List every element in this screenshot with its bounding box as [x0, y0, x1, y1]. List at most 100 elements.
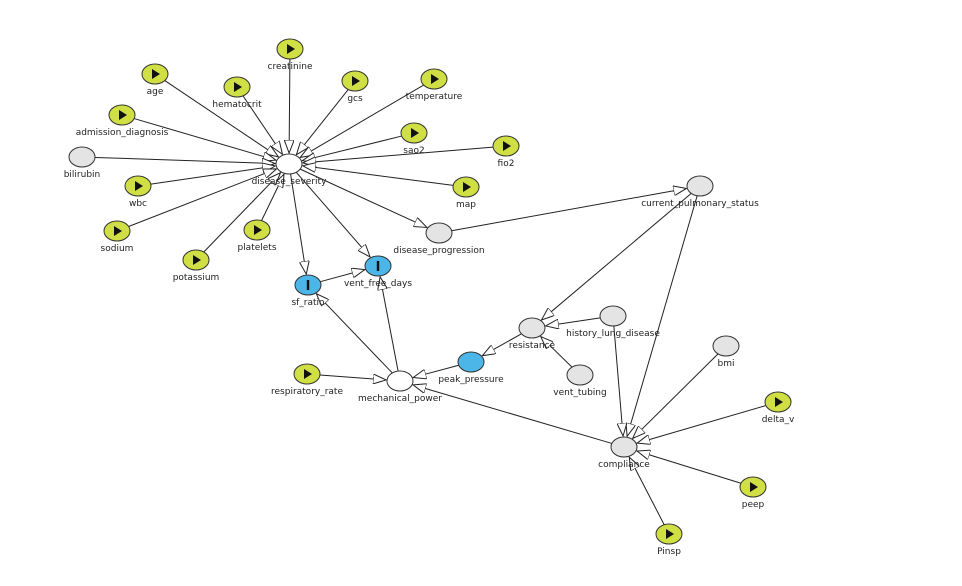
play-icon	[352, 76, 360, 86]
edge-disease_severity-to-disease_progression	[299, 168, 427, 227]
outcome-bar-icon	[376, 261, 380, 271]
node-admission_diagnosis[interactable]: admission_diagnosis	[76, 104, 169, 138]
node-label-current_pulmonary_status: current_pulmonary_status	[641, 199, 759, 209]
node-label-admission_diagnosis: admission_diagnosis	[76, 128, 169, 138]
node-label-vent_free_days: vent_free_days	[344, 279, 412, 289]
node-label-potassium: potassium	[173, 273, 220, 283]
node-label-wbc: wbc	[129, 199, 147, 209]
node-label-sao2: sao2	[403, 146, 424, 156]
play-icon	[193, 255, 201, 265]
node-vent_tubing[interactable]: vent_tubing	[553, 364, 607, 398]
node-label-vent_tubing: vent_tubing	[553, 388, 606, 398]
play-icon	[431, 74, 439, 84]
node-platelets[interactable]: platelets	[237, 219, 277, 253]
edge-compliance-to-mechanical_power	[413, 385, 613, 444]
node-label-bilirubin: bilirubin	[64, 170, 101, 180]
node-fio2[interactable]: fio2	[492, 135, 520, 169]
node-bilirubin[interactable]: bilirubin	[64, 146, 101, 180]
node-respiratory_rate[interactable]: respiratory_rate	[271, 363, 343, 397]
edge-current_pulmonary_status-to-compliance	[627, 195, 698, 437]
node-disease_progression[interactable]: disease_progression	[393, 222, 485, 256]
node-circle-peak_pressure[interactable]	[457, 351, 485, 373]
edge-disease_progression-to-current_pulmonary_status	[451, 188, 687, 232]
node-circle-bmi[interactable]	[712, 335, 740, 357]
edge-current_pulmonary_status-to-resistance	[542, 193, 692, 320]
play-icon	[503, 141, 511, 151]
edge-disease_severity-to-vent_free_days	[295, 171, 370, 257]
node-circle-disease_severity[interactable]	[275, 153, 303, 175]
edge-map-to-disease_severity	[303, 166, 454, 186]
edge-peak_pressure-to-mechanical_power	[413, 364, 459, 377]
node-disease_severity[interactable]: disease_severity	[252, 153, 327, 187]
node-label-resistance: resistance	[509, 341, 556, 351]
node-circle-history_lung_disease[interactable]	[599, 305, 627, 327]
node-peak_pressure[interactable]: peak_pressure	[438, 351, 504, 385]
node-label-mechanical_power: mechanical_power	[358, 394, 442, 404]
edge-history_lung_disease-to-compliance	[613, 325, 623, 436]
edge-Pinsp-to-compliance	[629, 457, 665, 525]
edge-mechanical_power-to-sf_ratio	[316, 294, 393, 374]
node-resistance[interactable]: resistance	[509, 317, 556, 351]
edge-fio2-to-disease_severity	[303, 146, 494, 163]
edge-mechanical_power-to-vent_free_days	[380, 277, 399, 372]
node-circle-bilirubin[interactable]	[68, 146, 96, 168]
node-circle-resistance[interactable]	[518, 317, 546, 339]
node-label-bmi: bmi	[718, 359, 735, 369]
play-icon	[152, 69, 160, 79]
node-label-sodium: sodium	[101, 244, 134, 254]
node-vent_free_days[interactable]: vent_free_days	[344, 255, 412, 289]
node-circle-disease_progression[interactable]	[425, 222, 453, 244]
node-current_pulmonary_status[interactable]: current_pulmonary_status	[641, 175, 759, 209]
node-circle-current_pulmonary_status[interactable]	[686, 175, 714, 197]
edge-bilirubin-to-disease_severity	[94, 156, 275, 163]
node-creatinine[interactable]: creatinine	[268, 38, 313, 72]
node-sao2[interactable]: sao2	[400, 122, 428, 156]
node-potassium[interactable]: potassium	[173, 249, 220, 283]
play-icon	[304, 369, 312, 379]
edge-temperature-to-disease_severity	[300, 84, 424, 157]
node-peep[interactable]: peep	[739, 476, 767, 510]
node-sodium[interactable]: sodium	[101, 220, 134, 254]
node-delta_v[interactable]: delta_v	[762, 391, 795, 425]
play-icon	[287, 44, 295, 54]
edge-gcs-to-disease_severity	[296, 89, 349, 155]
play-icon	[254, 225, 262, 235]
node-label-delta_v: delta_v	[762, 415, 795, 425]
node-hematocrit[interactable]: hematocrit	[212, 76, 262, 110]
node-circle-compliance[interactable]	[610, 436, 638, 458]
edge-creatinine-to-disease_severity	[289, 58, 290, 153]
node-circle-mechanical_power[interactable]	[386, 370, 414, 392]
edge-history_lung_disease-to-resistance	[546, 317, 601, 326]
node-mechanical_power[interactable]: mechanical_power	[358, 370, 442, 404]
play-icon	[775, 397, 783, 407]
edge-age-to-disease_severity	[164, 80, 279, 157]
node-label-compliance: compliance	[598, 460, 650, 470]
node-sf_ratio[interactable]: sf_ratio	[291, 274, 325, 308]
node-label-creatinine: creatinine	[268, 62, 313, 72]
play-icon	[135, 181, 143, 191]
node-temperature[interactable]: temperature	[406, 68, 463, 102]
edge-bmi-to-compliance	[633, 353, 719, 438]
node-label-history_lung_disease: history_lung_disease	[566, 329, 660, 339]
node-label-Pinsp: Pinsp	[657, 547, 681, 557]
edge-potassium-to-disease_severity	[203, 173, 281, 253]
outcome-bar-icon	[306, 280, 310, 290]
node-bmi[interactable]: bmi	[712, 335, 740, 369]
node-history_lung_disease[interactable]: history_lung_disease	[566, 305, 660, 339]
node-circle-vent_tubing[interactable]	[566, 364, 594, 386]
edge-respiratory_rate-to-mechanical_power	[319, 375, 386, 380]
node-map[interactable]: map	[452, 176, 480, 210]
play-icon	[411, 128, 419, 138]
nodes-layer: creatinine age hematocrit gcs temperature adm…	[64, 38, 795, 557]
node-label-hematocrit: hematocrit	[212, 100, 262, 110]
edges-layer	[94, 58, 766, 525]
edge-admission_diagnosis-to-disease_severity	[134, 118, 276, 161]
edge-disease_severity-to-sf_ratio	[290, 173, 307, 274]
node-wbc[interactable]: wbc	[124, 175, 152, 209]
node-compliance[interactable]: compliance	[598, 436, 650, 470]
node-age[interactable]: age	[141, 63, 169, 97]
node-gcs[interactable]: gcs	[341, 70, 369, 104]
node-Pinsp[interactable]: Pinsp	[655, 523, 683, 557]
edge-vent_tubing-to-resistance	[541, 337, 573, 368]
